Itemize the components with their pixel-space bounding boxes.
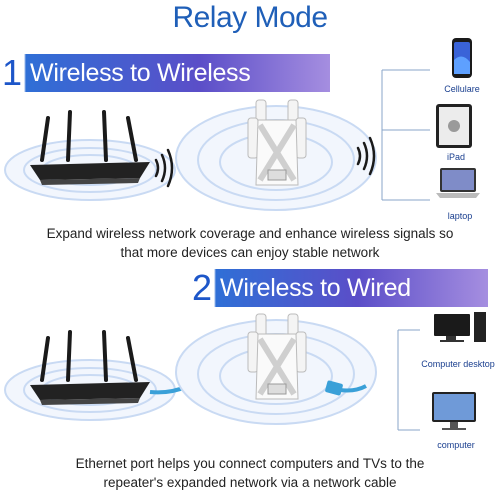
section2-banner: 2 Wireless to Wired xyxy=(188,267,488,308)
device-bracket-2 xyxy=(397,329,420,431)
section1-banner: 1 Wireless to Wireless xyxy=(0,52,330,93)
tablet-icon xyxy=(436,104,472,148)
section2-description-line2: repeater's expanded network via a networ… xyxy=(103,475,397,490)
desktop-computer-icon xyxy=(434,312,486,342)
laptop-icon xyxy=(436,168,480,198)
repeater1 xyxy=(247,99,307,186)
ethernet-cable-right xyxy=(325,380,367,396)
router2 xyxy=(30,330,150,405)
section1-number: 1 xyxy=(2,52,23,93)
device-label-phone: Cellulare xyxy=(444,84,480,94)
repeater2 xyxy=(247,313,307,400)
device-label-desktop: Computer desktop xyxy=(421,359,495,369)
page-title: Relay Mode xyxy=(172,1,328,34)
section2-label: Wireless to Wired xyxy=(220,273,411,302)
device-label-tablet: iPad xyxy=(446,152,465,162)
wifi-waves-right xyxy=(356,136,376,176)
wifi-waves-left xyxy=(154,148,174,188)
section2-description-line1: Ethernet port helps you connect computer… xyxy=(75,456,425,471)
section2-description: Ethernet port helps you connect computer… xyxy=(30,454,470,491)
section1-description-line1: Expand wireless network coverage and enh… xyxy=(46,226,454,241)
section1-description-line2: that more devices can enjoy stable netwo… xyxy=(120,245,380,260)
device-label-computer: computer xyxy=(437,440,475,450)
section2-number: 2 xyxy=(192,267,213,308)
monitor-computer-icon xyxy=(432,392,476,430)
section1-label: Wireless to Wireless xyxy=(30,58,251,87)
device-label-laptop: laptop xyxy=(447,211,473,221)
phone-icon xyxy=(452,38,472,78)
router1 xyxy=(30,110,150,185)
device-bracket-1 xyxy=(381,69,430,201)
section1-description: Expand wireless network coverage and enh… xyxy=(30,224,470,262)
